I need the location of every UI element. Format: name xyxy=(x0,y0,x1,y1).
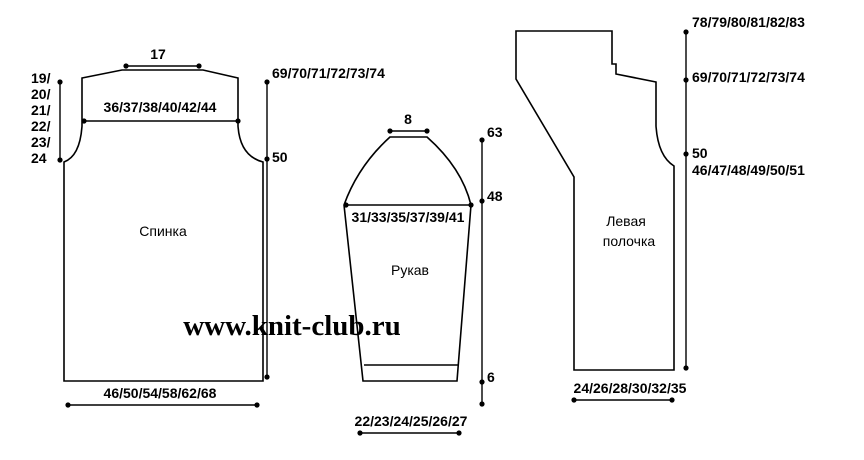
back-neck-dimension xyxy=(123,63,202,69)
watermark: www.knit-club.ru xyxy=(183,310,401,342)
svg-text:19/: 19/ xyxy=(31,70,51,86)
front-name-line2: полочка xyxy=(603,233,656,249)
front-armhole-height-label: 46/47/48/49/50/51 xyxy=(692,162,805,178)
sleeve-upper-dimension xyxy=(343,202,474,208)
back-armhole-dimension xyxy=(57,79,63,163)
svg-text:20/: 20/ xyxy=(31,86,51,102)
front-bottom-label: 24/26/28/30/32/35 xyxy=(574,380,687,396)
back-armhole-label: 19/ 20/ 21/ 22/ 23/ 24 xyxy=(31,70,51,166)
sleeve-outline xyxy=(343,136,472,382)
back-name: Спинка xyxy=(139,223,187,239)
back-total-height-label: 69/70/71/72/73/74 xyxy=(272,65,385,81)
sleeve-top-dimension xyxy=(387,128,430,134)
back-body-height-label: 50 xyxy=(272,149,288,165)
svg-text:21/: 21/ xyxy=(31,102,51,118)
back-shoulder-dimension xyxy=(81,118,241,124)
sleeve-height-dimension xyxy=(479,137,485,407)
sleeve-cuff-height-label: 6 xyxy=(487,369,495,385)
svg-text:22/: 22/ xyxy=(31,118,51,134)
sleeve-bottom-dimension xyxy=(357,430,462,436)
sleeve-bottom-label: 22/23/24/25/26/27 xyxy=(355,413,468,429)
front-total-height-label: 78/79/80/81/82/83 xyxy=(692,14,805,30)
front-name-line1: Левая xyxy=(606,213,646,229)
front-height-dimension xyxy=(683,29,689,371)
back-shoulder-label: 36/37/38/40/42/44 xyxy=(104,99,217,115)
front-shoulder-height-label: 69/70/71/72/73/74 xyxy=(692,69,805,85)
back-neck-label: 17 xyxy=(150,46,166,62)
sleeve-name: Рукав xyxy=(391,262,429,278)
svg-text:24: 24 xyxy=(31,150,47,166)
sleeve-upper-label: 31/33/35/37/39/41 xyxy=(352,209,465,225)
sleeve-total-height-label: 63 xyxy=(487,124,503,140)
back-height-dimension xyxy=(264,79,270,380)
front-bottom-dimension xyxy=(571,397,675,403)
sleeve-top-label: 8 xyxy=(404,111,412,127)
front-body-height-label: 50 xyxy=(692,145,708,161)
back-bottom-dimension xyxy=(65,402,260,408)
front-outline xyxy=(515,30,675,371)
back-outline xyxy=(63,69,264,382)
svg-text:23/: 23/ xyxy=(31,134,51,150)
back-bottom-label: 46/50/54/58/62/68 xyxy=(104,385,217,401)
sleeve-cap-height-label: 48 xyxy=(487,188,503,204)
